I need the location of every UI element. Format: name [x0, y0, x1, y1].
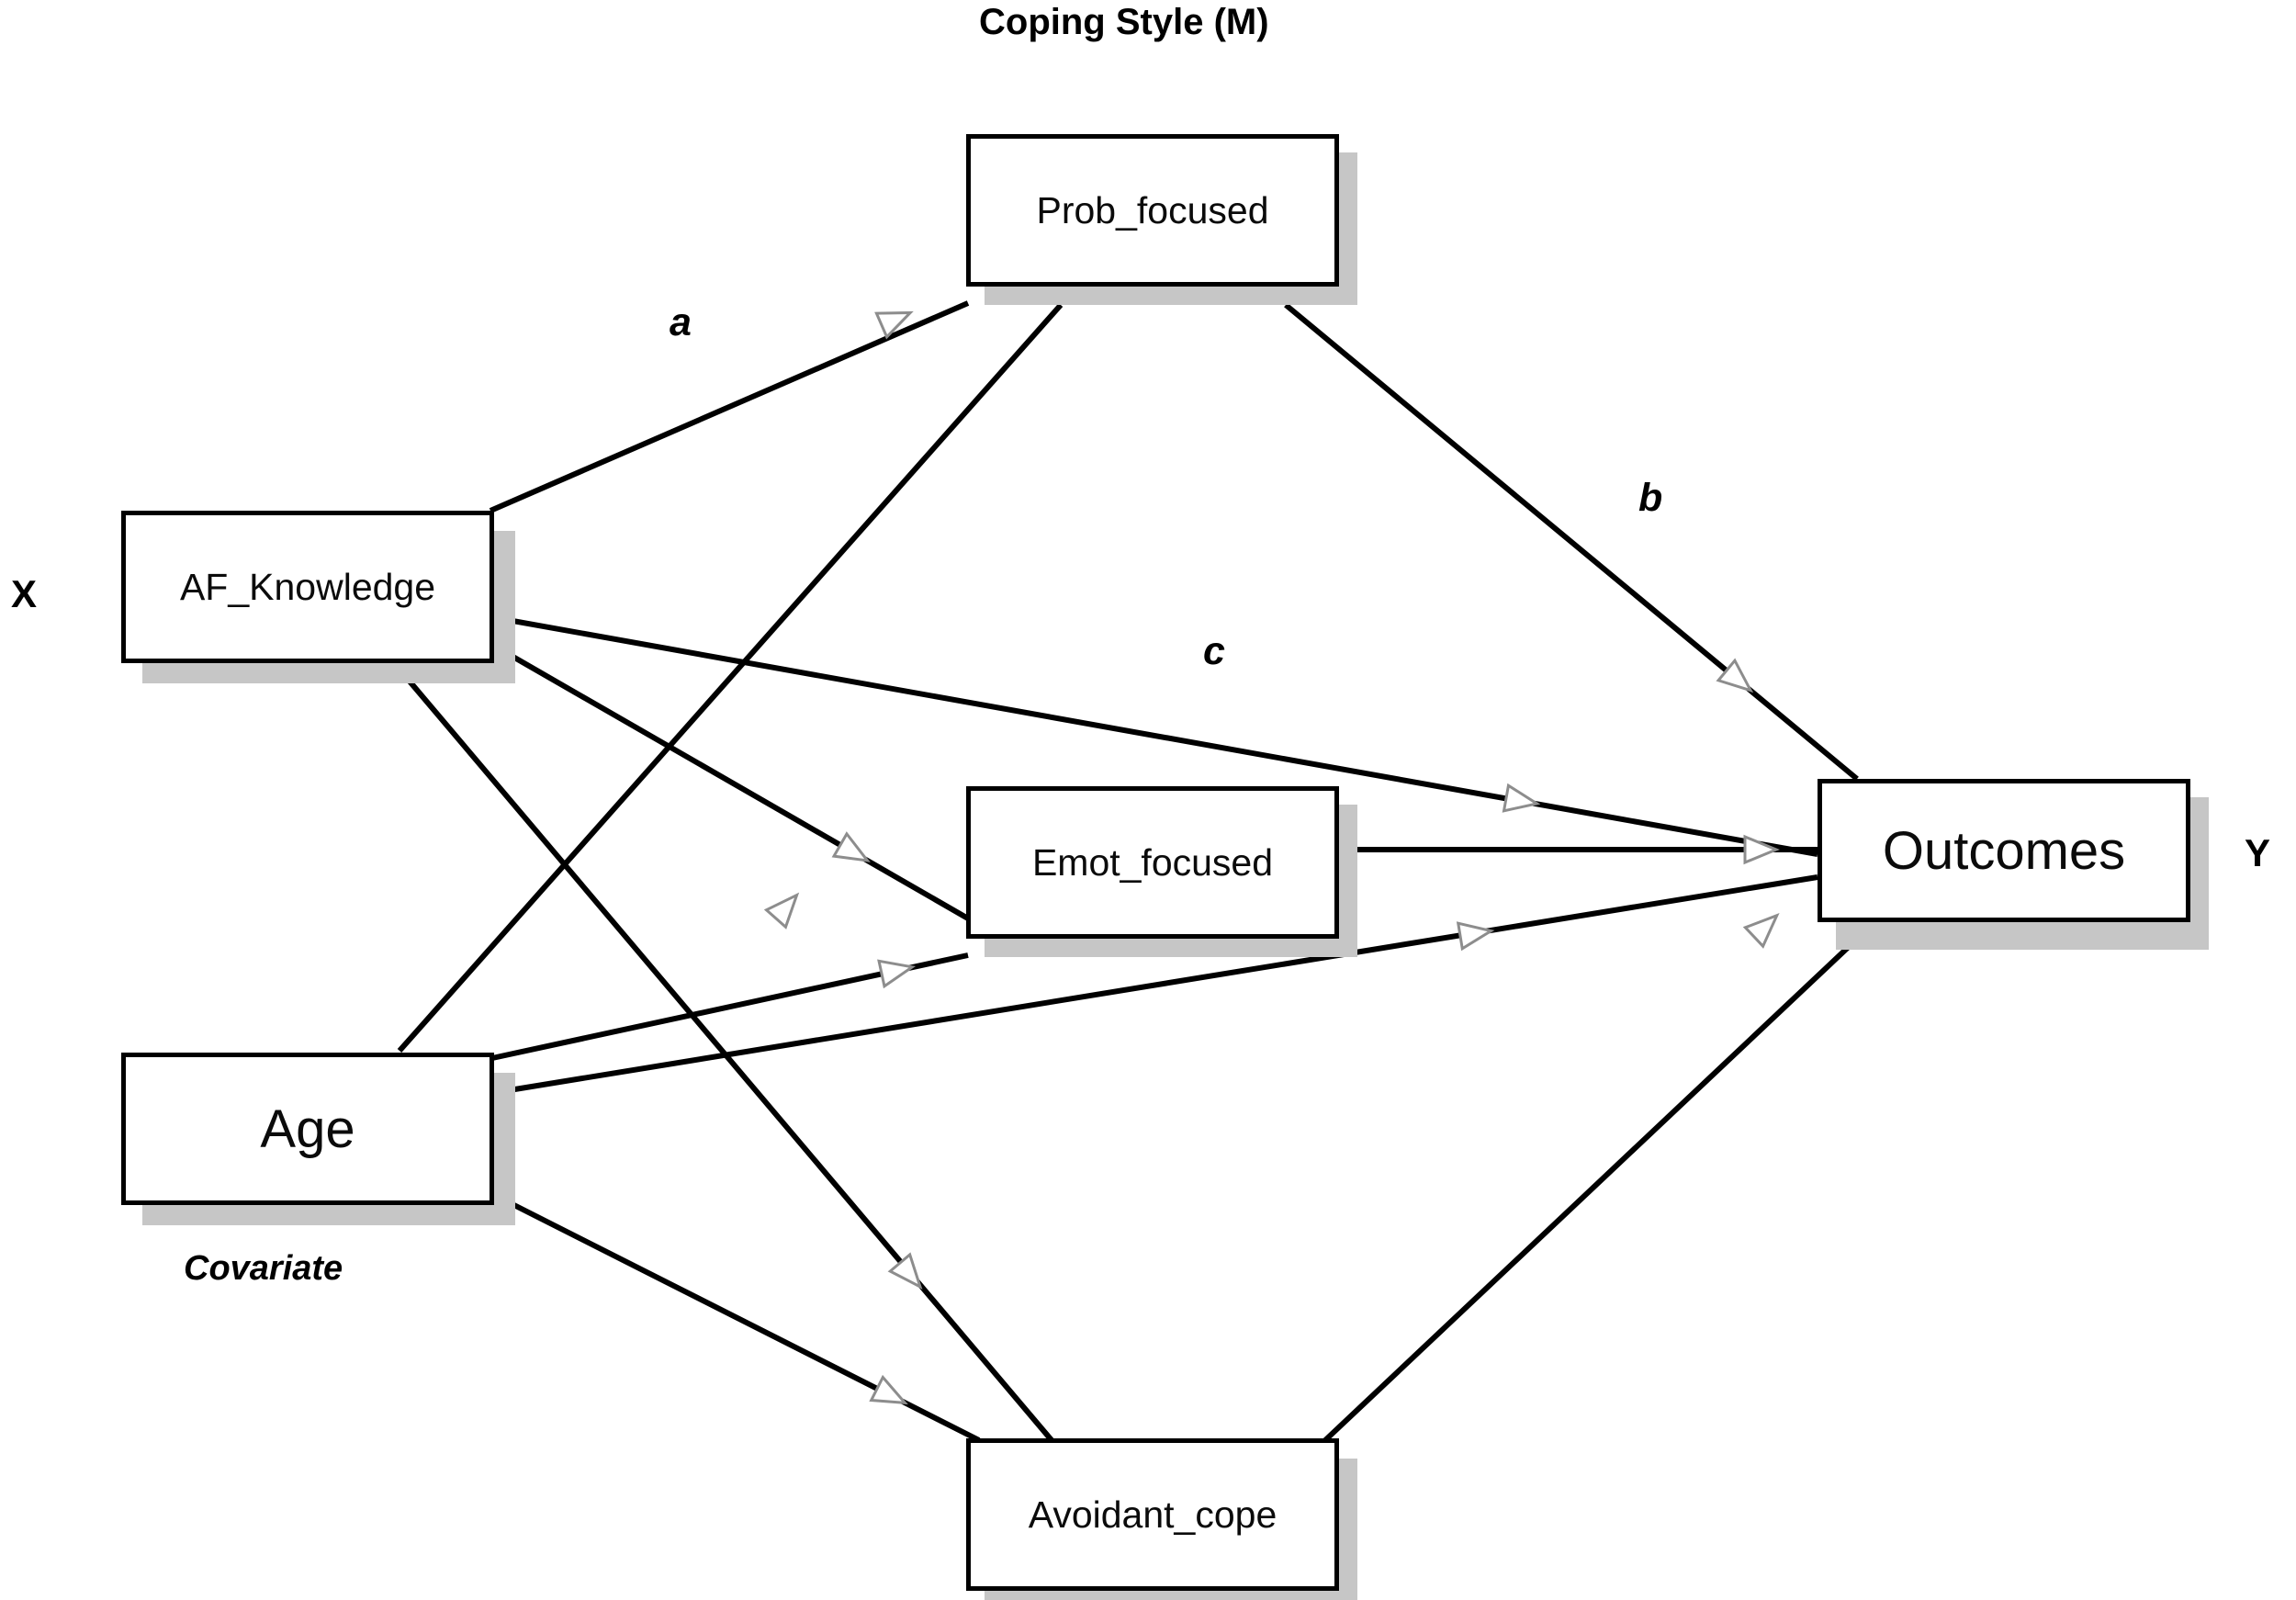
- x-variable-label: X: [11, 572, 38, 615]
- path-label-a: a: [670, 300, 692, 344]
- arrowhead-group: [763, 310, 1780, 1405]
- edge-prob-focused-to-outcomes: [1284, 302, 1859, 782]
- arrowhead-icon: [1716, 658, 1754, 693]
- arrowhead-icon: [1456, 921, 1495, 952]
- node-emot-focused-label: Emot_focused: [1031, 840, 1274, 884]
- node-prob-focused-label: Prob_focused: [1036, 188, 1269, 231]
- edge-af-knowledge-to-emot-focused: [490, 642, 970, 921]
- covariate-label: Covariate: [184, 1249, 343, 1288]
- diagram-title: Coping Style (M): [979, 2, 1269, 42]
- path-label-b: b: [1638, 476, 1663, 520]
- arrowhead-icon: [1502, 783, 1541, 813]
- path-label-c: c: [1203, 629, 1225, 673]
- node-outcomes-label: Outcomes: [1882, 820, 2126, 881]
- arrowhead-icon: [831, 831, 871, 862]
- node-emot-focused[interactable]: Emot_focused: [966, 786, 1339, 939]
- arrowhead-icon: [869, 1374, 908, 1405]
- edge-af-knowledge-to-prob-focused: [489, 300, 970, 513]
- arrowhead-icon: [763, 892, 800, 930]
- edge-avoidant-cope-to-outcomes: [1322, 925, 1872, 1443]
- edge-age-to-outcomes: [491, 874, 1818, 1096]
- node-avoidant-cope[interactable]: Avoidant_cope: [966, 1438, 1339, 1591]
- node-af-knowledge-label: AF_Knowledge: [179, 565, 436, 608]
- node-af-knowledge[interactable]: AF_Knowledge: [121, 511, 494, 663]
- edge-af-knowledge-to-outcomes: [491, 614, 1818, 857]
- arrowhead-icon: [877, 959, 917, 989]
- arrowhead-icon: [1742, 912, 1780, 949]
- arrowhead-icon: [1743, 834, 1780, 865]
- node-outcomes[interactable]: Outcomes: [1818, 779, 2190, 922]
- arrowhead-icon: [874, 310, 914, 340]
- node-age-label: Age: [260, 1099, 355, 1159]
- edge-age-to-prob-focused: [397, 303, 1064, 1053]
- y-variable-label: Y: [2245, 831, 2271, 874]
- node-avoidant-cope-label: Avoidant_cope: [1028, 1493, 1277, 1536]
- node-prob-focused[interactable]: Prob_focused: [966, 134, 1339, 287]
- arrowhead-icon: [887, 1252, 923, 1290]
- node-age[interactable]: Age: [121, 1053, 494, 1205]
